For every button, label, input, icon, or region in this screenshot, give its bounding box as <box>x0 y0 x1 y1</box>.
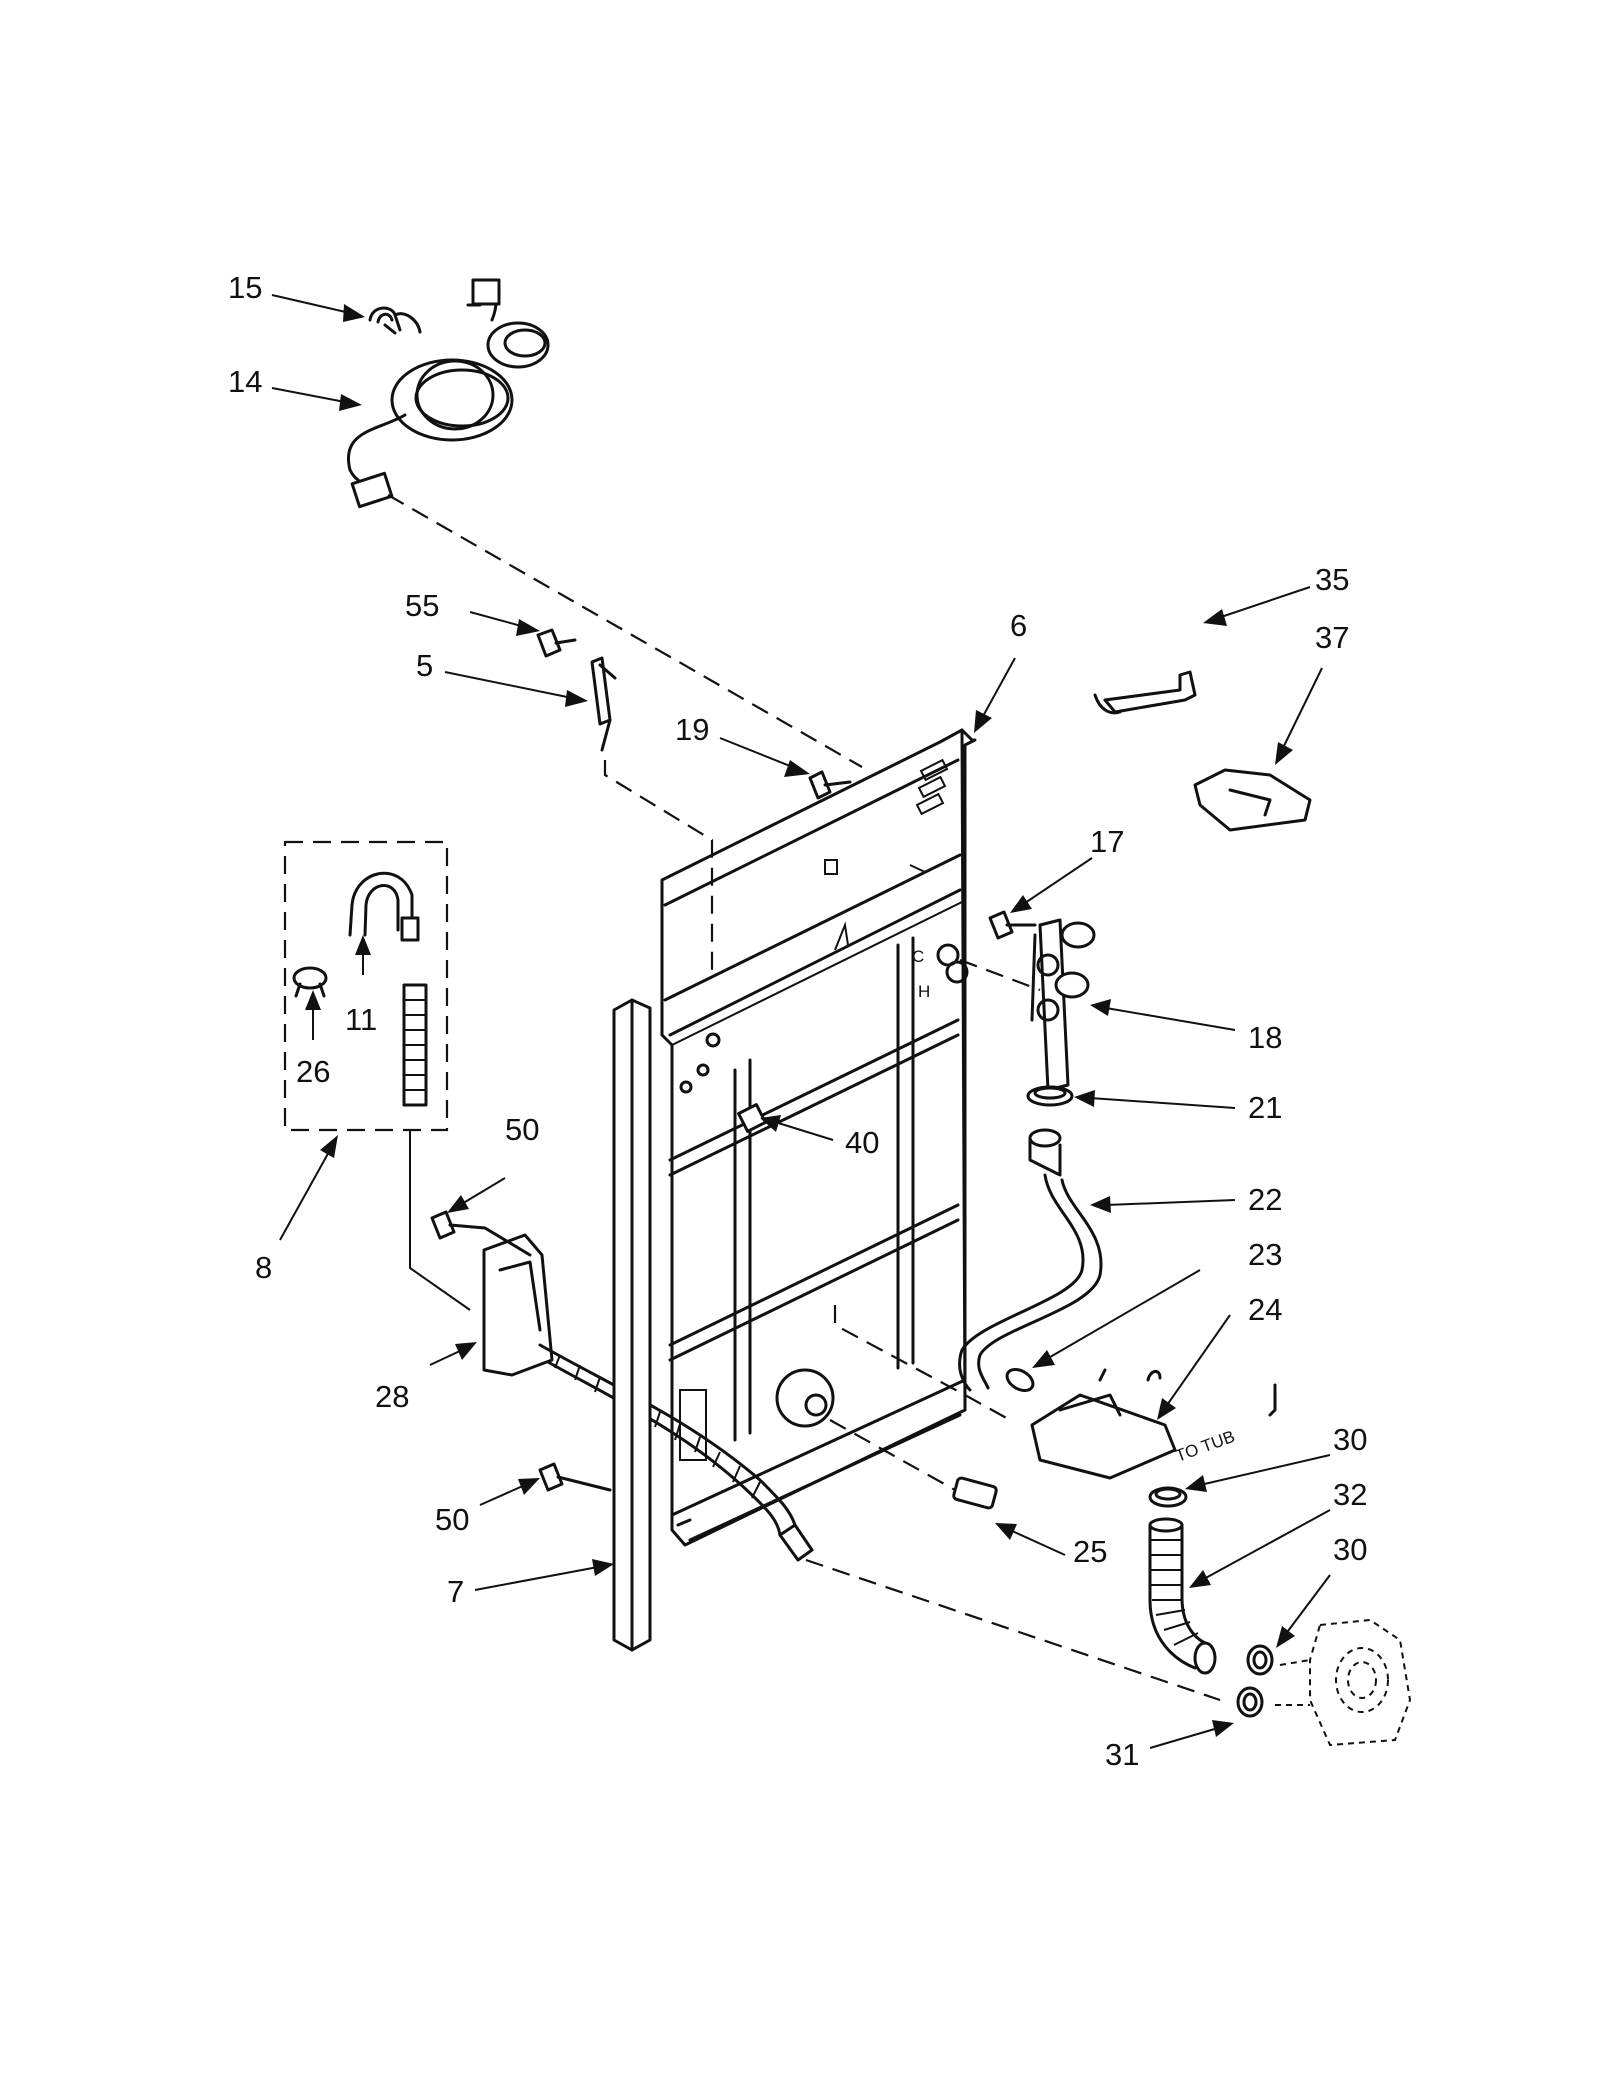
callout-22: 22 <box>1248 1182 1282 1217</box>
callout-28: 28 <box>375 1379 409 1414</box>
callout-6: 6 <box>1010 608 1027 643</box>
drain-hose-leader <box>805 1558 1221 1702</box>
snubber-ball-part <box>775 1368 835 1428</box>
callout-23: 23 <box>1248 1237 1282 1272</box>
callout-37: 37 <box>1315 620 1349 655</box>
bracket-5-part <box>590 656 617 752</box>
pump-part <box>1275 1618 1412 1747</box>
inlet-hose-part <box>958 1128 1103 1392</box>
rear-panel-part <box>660 728 977 1547</box>
dispenser-leader <box>833 1305 1011 1421</box>
callout-31: 31 <box>1105 1737 1139 1772</box>
leader-lines <box>271 294 1331 1749</box>
cord-dashed-leader <box>387 494 863 768</box>
valve-cold-mark: C <box>912 947 924 966</box>
valve-dashed-leader <box>959 958 1041 992</box>
screw-55-part <box>536 628 577 658</box>
snubber-leader <box>829 1419 956 1491</box>
callout-14: 14 <box>228 364 262 399</box>
callout-40: 40 <box>845 1125 879 1160</box>
callout-24: 24 <box>1248 1292 1282 1327</box>
drain-hose-part <box>348 871 428 1107</box>
hose-kit-leader <box>409 1130 471 1311</box>
callout-25: 25 <box>1073 1534 1107 1569</box>
tub-bracket-mark <box>1268 1383 1277 1417</box>
clamp-31-part <box>1236 1686 1264 1718</box>
bracket-35-part <box>1093 670 1197 715</box>
callout-5: 5 <box>416 648 433 683</box>
bracket-37-part <box>1193 768 1312 832</box>
callout-50-upper: 50 <box>505 1112 539 1147</box>
callout-50-lower: 50 <box>435 1502 469 1537</box>
screw-50-lower-part <box>538 1462 612 1492</box>
drain-kit-dashed-box <box>283 840 449 1132</box>
callout-19: 19 <box>675 712 709 747</box>
callout-21: 21 <box>1248 1090 1282 1125</box>
callout-35: 35 <box>1315 562 1349 597</box>
callout-30-upper: 30 <box>1333 1422 1367 1457</box>
callout-7: 7 <box>447 1574 464 1609</box>
side-channel-part <box>612 998 652 1652</box>
callout-32: 32 <box>1333 1477 1367 1512</box>
callout-17: 17 <box>1090 824 1124 859</box>
callout-30-lower: 30 <box>1333 1532 1367 1567</box>
callout-labels: 15 14 55 5 6 19 35 37 17 18 21 22 23 24 … <box>228 270 1367 1772</box>
pump-hose-part <box>1148 1517 1217 1675</box>
dispenser-part <box>1030 1368 1177 1480</box>
cord-clip-part <box>368 306 422 335</box>
callout-55: 55 <box>405 588 439 623</box>
power-cord-part <box>346 278 550 509</box>
clamp-23-part <box>1005 1368 1035 1392</box>
snubber-clip-part <box>952 1476 998 1510</box>
clamp-26-part <box>292 966 328 998</box>
screw-50-upper-part <box>430 1210 532 1257</box>
clamp-30-upper-part <box>1148 1486 1188 1508</box>
callout-11: 11 <box>345 1002 377 1037</box>
clamp-21-part <box>1026 1085 1074 1107</box>
water-valve-part <box>1030 918 1096 1092</box>
hose-bracket-part <box>482 1233 554 1377</box>
callout-26: 26 <box>296 1054 330 1089</box>
valve-hot-mark: H <box>918 982 930 1001</box>
clamp-30-lower-part <box>1246 1644 1274 1676</box>
callout-15: 15 <box>228 270 262 305</box>
screw-19-part <box>808 770 852 800</box>
callout-18: 18 <box>1248 1020 1282 1055</box>
to-tub-label: TO TUB <box>1173 1427 1237 1466</box>
bracket-5-leader <box>603 760 714 970</box>
screw-17-part <box>988 910 1037 940</box>
callout-8: 8 <box>255 1250 272 1285</box>
